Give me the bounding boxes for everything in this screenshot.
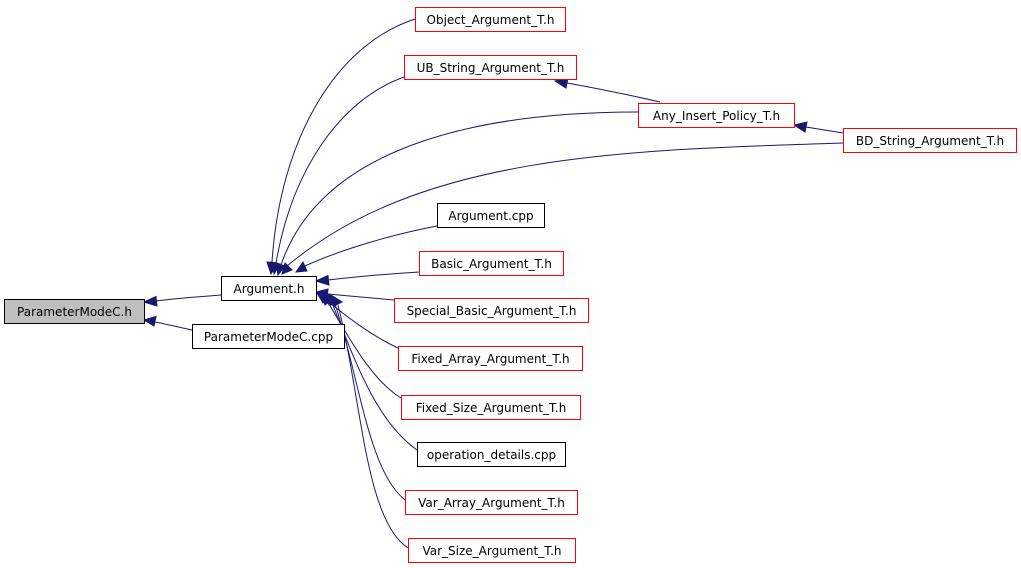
edge-argument-h-to-parametermodec-h: [154, 294, 222, 302]
edge-var-size-argument-to-argument-h: [337, 304, 409, 549]
node-label: BD_String_Argument_T.h: [856, 134, 1004, 148]
edge-bd-string-argument-to-argument-h: [286, 142, 844, 267]
edge-argument-cpp-to-argument-h: [304, 225, 438, 267]
edge-parametermodec-cpp-to-parametermodec-h: [154, 321, 193, 331]
node-label: Argument.h: [234, 282, 305, 296]
arrowhead-icon: [281, 262, 293, 275]
node-parametermodec-h[interactable]: ParameterModeC.h: [4, 299, 145, 324]
node-label: UB_String_Argument_T.h: [417, 61, 565, 75]
arrowhead-icon: [294, 260, 308, 273]
node-fixed-array-argument-t-h[interactable]: Fixed_Array_Argument_T.h: [398, 346, 583, 371]
arrowhead-icon: [314, 274, 330, 286]
node-label: Var_Array_Argument_T.h: [418, 496, 565, 510]
node-label: Fixed_Array_Argument_T.h: [411, 352, 569, 366]
edge-any-insert-policy-to-ub-string-argument: [566, 82, 661, 103]
node-argument-cpp[interactable]: Argument.cpp: [437, 203, 545, 228]
node-object-argument-t-h[interactable]: Object_Argument_T.h: [415, 7, 566, 32]
node-label: ParameterModeC.cpp: [204, 330, 333, 344]
edge-any-insert-policy-to-argument-h: [280, 111, 639, 266]
node-special-basic-argument-t-h[interactable]: Special_Basic_Argument_T.h: [394, 298, 589, 323]
node-var-size-argument-t-h[interactable]: Var_Size_Argument_T.h: [408, 538, 576, 563]
edge-bd-string-argument-to-any-insert-policy: [805, 126, 844, 134]
edges: [142, 18, 844, 549]
node-label: Fixed_Size_Argument_T.h: [416, 401, 567, 415]
edge-fixed-size-argument-to-argument-h: [327, 301, 402, 399]
node-label: Basic_Argument_T.h: [431, 257, 552, 271]
node-label: Argument.cpp: [448, 209, 533, 223]
node-label: ParameterModeC.h: [17, 305, 132, 319]
edge-object-argument-to-argument-h: [271, 18, 416, 263]
edge-special-basic-argument-to-argument-h: [327, 293, 395, 301]
node-label: Special_Basic_Argument_T.h: [407, 304, 577, 318]
edge-basic-argument-to-argument-h: [327, 271, 420, 281]
node-operation-details-cpp[interactable]: operation_details.cpp: [417, 442, 566, 467]
node-label: Any_Insert_Policy_T.h: [653, 109, 780, 123]
node-ub-string-argument-t-h[interactable]: UB_String_Argument_T.h: [404, 55, 577, 80]
arrowhead-icon: [330, 293, 344, 307]
arrowhead-icon: [142, 295, 158, 307]
node-basic-argument-t-h[interactable]: Basic_Argument_T.h: [419, 251, 564, 276]
node-any-insert-policy-t-h[interactable]: Any_Insert_Policy_T.h: [638, 103, 795, 128]
node-var-array-argument-t-h[interactable]: Var_Array_Argument_T.h: [405, 490, 578, 515]
nodes: ParameterModeC.h Argument.h ParameterMod…: [4, 7, 1017, 563]
node-label: Object_Argument_T.h: [427, 13, 555, 27]
node-label: operation_details.cpp: [427, 448, 556, 462]
node-parametermodec-cpp[interactable]: ParameterModeC.cpp: [192, 324, 345, 349]
edge-operation-details-to-argument-h: [331, 302, 418, 451]
arrowhead-icon: [792, 121, 808, 133]
arrowhead-icon: [142, 315, 157, 327]
arrowhead-icon: [275, 262, 286, 277]
node-fixed-size-argument-t-h[interactable]: Fixed_Size_Argument_T.h: [401, 395, 581, 420]
edge-ub-string-argument-to-argument-h: [275, 76, 405, 264]
node-bd-string-argument-t-h[interactable]: BD_String_Argument_T.h: [843, 128, 1017, 153]
node-label: Var_Size_Argument_T.h: [422, 544, 561, 558]
node-argument-h[interactable]: Argument.h: [221, 276, 317, 301]
